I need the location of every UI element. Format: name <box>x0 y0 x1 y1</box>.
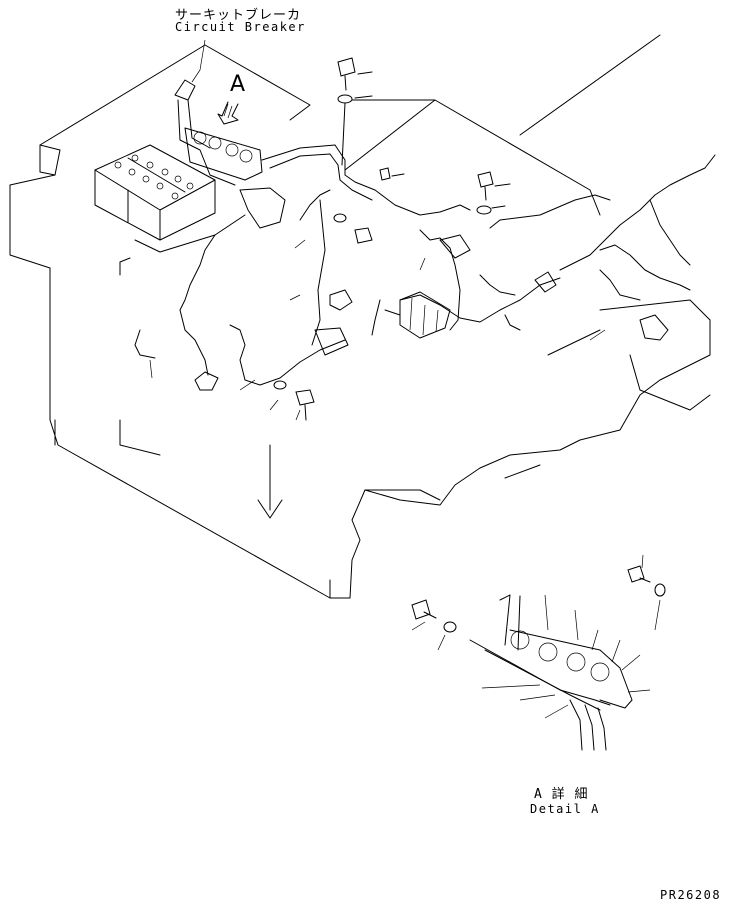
detail-a-label-en: Detail A <box>530 802 600 816</box>
wiring-harness <box>134 144 716 386</box>
detail-a-view <box>411 554 666 751</box>
machine-body-outline <box>9 34 711 599</box>
view-direction-arrow-icon <box>217 101 239 125</box>
detail-a-label-jp: A 詳 細 <box>534 787 589 802</box>
view-marker-a: A <box>230 72 246 97</box>
circuit-breaker-label-en: Circuit Breaker <box>175 20 306 34</box>
leader-lines <box>149 39 606 421</box>
circuit-breaker-label-jp: サーキットブレーカ <box>175 8 302 23</box>
bolts-and-washers <box>273 57 511 421</box>
part-code-label: PR26208 <box>660 888 722 902</box>
harness-components <box>194 234 669 391</box>
circuit-breaker-assembly <box>174 79 286 229</box>
batteries <box>94 144 216 241</box>
